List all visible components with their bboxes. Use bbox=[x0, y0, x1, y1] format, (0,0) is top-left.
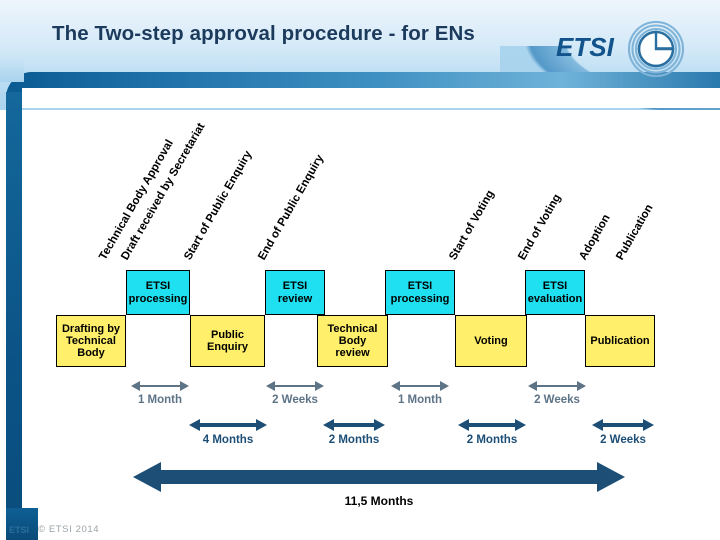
copyright-text: © ETSI 2014 bbox=[38, 524, 100, 535]
body-step-box[interactable]: Publication bbox=[585, 315, 655, 367]
frame-corner-cover bbox=[0, 60, 24, 82]
duration-label: 1 Month bbox=[397, 394, 443, 406]
duration-short: 1 Month bbox=[131, 381, 189, 406]
frame-top-inner-fill bbox=[22, 88, 720, 108]
total-duration-arrow: 11,5 Months bbox=[133, 462, 625, 508]
etsi-logo: ETSI bbox=[556, 20, 702, 80]
double-arrow-icon bbox=[323, 419, 385, 431]
duration-long: 2 Months bbox=[323, 419, 385, 446]
body-step-box[interactable]: Voting bbox=[455, 315, 527, 367]
duration-long: 2 Weeks bbox=[592, 419, 654, 446]
duration-short: 1 Month bbox=[391, 381, 449, 406]
duration-label: 2 Weeks bbox=[272, 394, 318, 406]
double-arrow-icon bbox=[391, 381, 449, 391]
double-arrow-icon bbox=[133, 462, 625, 492]
duration-label: 4 Months bbox=[202, 434, 254, 446]
frame-left-bar bbox=[6, 92, 22, 540]
double-arrow-icon bbox=[131, 381, 189, 391]
double-arrow-icon bbox=[592, 419, 654, 431]
total-duration-label: 11,5 Months bbox=[344, 494, 414, 508]
duration-long: 4 Months bbox=[189, 419, 267, 446]
duration-short: 2 Weeks bbox=[528, 381, 586, 406]
duration-label: 2 Months bbox=[466, 434, 518, 446]
page-title: The Two-step approval procedure - for EN… bbox=[52, 22, 475, 45]
duration-short: 2 Weeks bbox=[266, 381, 324, 406]
duration-label: 2 Weeks bbox=[600, 434, 646, 446]
double-arrow-icon bbox=[458, 419, 526, 431]
double-arrow-icon bbox=[266, 381, 324, 391]
duration-long: 2 Months bbox=[458, 419, 526, 446]
footer-logo-mark: ETSI bbox=[9, 525, 30, 535]
duration-label: 1 Month bbox=[137, 394, 183, 406]
svg-text:ETSI: ETSI bbox=[556, 32, 615, 62]
footer-block bbox=[6, 508, 38, 540]
duration-label: 2 Weeks bbox=[534, 394, 580, 406]
double-arrow-icon bbox=[189, 419, 267, 431]
double-arrow-icon bbox=[528, 381, 586, 391]
duration-label: 2 Months bbox=[328, 434, 380, 446]
